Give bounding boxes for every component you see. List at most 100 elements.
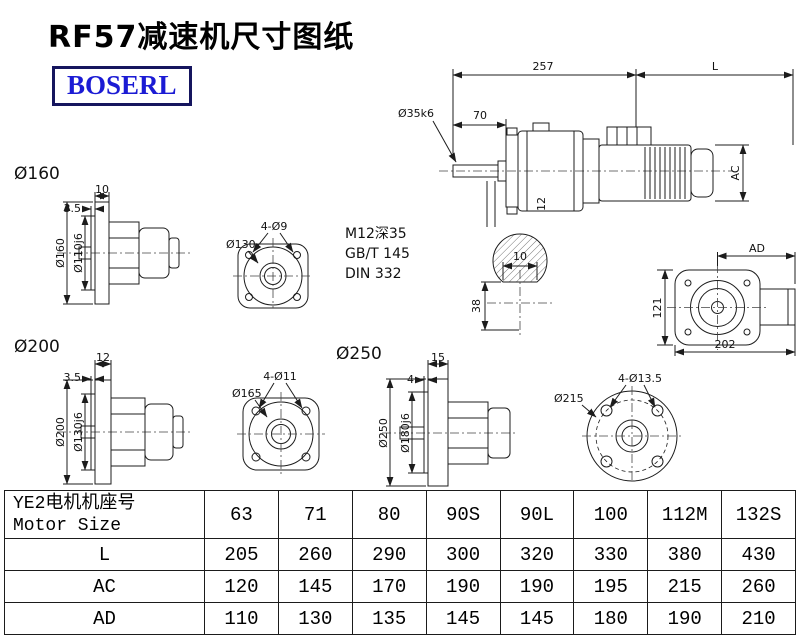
table-cell: 190 [425,570,501,603]
table-row-AD: AD 110 130 135 145 145 180 190 210 [4,602,796,635]
bolt-holes-label: 4-Ø13.5 [618,372,662,385]
shaft-key-section: 10 38 [470,233,553,336]
dim-AD: AD [717,242,796,284]
shaft-dia-label: Ø35k6 [398,107,434,120]
table-row-L: L 205 260 290 300 320 330 380 430 [4,538,796,571]
table-cell: 190 [647,602,723,635]
dim-spigot-step: 4 [407,373,437,392]
spigot-dia-label: Ø130j6 [72,412,85,452]
key-height-label: 38 [470,299,483,313]
dim-outer-dia: Ø250 [377,378,426,487]
gearmotor-side-view [452,122,714,227]
table-cell: 210 [721,602,796,635]
spigot-dia-label: Ø180j6 [399,413,412,453]
dia-callout: Ø165 [232,387,268,418]
row-label-AD: AD [4,602,205,635]
motor-size-header-en: Motor Size [13,515,122,536]
size-col-header: 112M [647,490,723,539]
outer-dia-label: Ø200 [54,417,67,447]
page-title: RF57减速机尺寸图纸 [48,20,355,55]
size-col-header: 90S [425,490,501,539]
dim-AD-label: AD [749,242,765,255]
dim-AC-label: AC [729,165,742,180]
size-col-header: 90L [499,490,575,539]
dim-spigot-dia: Ø110j6 [72,215,91,291]
flange250-side-view: 15 4 Ø250 Ø180j6 [377,351,516,487]
bolt-holes-label: 4-Ø9 [261,220,288,233]
dim-step-label: 3.5 [64,371,82,384]
section-label-250: Ø250 [336,344,382,364]
flange165-front-view: 4-Ø11 Ø165 [232,370,325,476]
dim-outer-dia: Ø160 [54,201,93,305]
dim-thickness-label: 12 [96,351,110,364]
dim-spigot-step: 3.5 [64,371,104,394]
bolt-holes-label: 4-Ø11 [263,370,297,383]
dia-label: Ø215 [554,392,584,405]
flange-face [233,238,313,309]
dia-label: Ø130 [226,238,256,251]
dim-spigot-dia: Ø180j6 [399,391,424,474]
table-cell: 190 [499,570,575,603]
dia-callout: Ø215 [554,392,597,418]
size-col-header: 71 [277,490,353,539]
dimension-table: YE2电机机座号 Motor Size 63 71 80 90S 90L 100… [4,490,796,635]
table-row-AC: AC 120 145 170 190 190 195 215 260 [4,570,796,603]
section-label-160: Ø160 [14,164,60,184]
table-cell: 120 [204,570,279,603]
table-cell: 145 [499,602,575,635]
shaft-section-outline [492,233,548,283]
bolt-holes-callout: 4-Ø9 [252,220,294,253]
dim-70: 70 [452,109,507,155]
row-label-L: L [4,538,205,571]
note-din-standard: DIN 332 [345,266,402,282]
unit-outline [78,201,180,305]
logo-text: BOSERL [67,70,177,100]
flange130-front-view: 4-Ø9 Ø130 [226,220,313,309]
table-cell: 290 [351,538,427,571]
table-cell: 110 [204,602,279,635]
dim-key-height: 38 [470,281,519,331]
dim-121-label: 121 [651,298,664,319]
dim-key-width: 10 [502,250,538,280]
dim-spigot-dia: Ø130j6 [72,393,91,471]
dim-70-label: 70 [473,109,487,122]
spigot-dia-label: Ø110j6 [72,233,85,273]
section-label-200: Ø200 [14,337,60,357]
dim-step-label: 3.5 [64,202,82,215]
dim-thickness-label: 15 [431,351,445,364]
dim-thickness-label: 10 [95,183,109,196]
shaft-end-notes: M12深35 GB/T 145 DIN 332 [345,224,410,284]
dim-121: 121 [651,269,673,346]
shaft-dia-callout: Ø35k6 [398,107,457,163]
dim-12-label: 12 [535,197,548,211]
flange215-front-view: 4-Ø13.5 Ø215 [554,372,682,482]
dim-257: 257 [533,60,554,73]
main-assembly-drawing: 257 L 70 Ø35k6 AC 12 [398,60,794,227]
dim-257-and-L: 257 L [452,60,794,159]
dim-202-label: 202 [715,338,736,351]
table-cell: 145 [425,602,501,635]
size-col-header: 100 [573,490,649,539]
motor-size-header-cell: YE2电机机座号 Motor Size [4,490,205,539]
table-cell: 180 [573,602,649,635]
dim-L: L [712,60,719,73]
key-width-label: 10 [513,250,527,263]
dim-flange-thickness: 12 [94,351,112,380]
size-col-header: 63 [204,490,279,539]
table-cell: 195 [573,570,649,603]
table-cell: 300 [425,538,501,571]
table-cell: 130 [277,602,353,635]
table-cell: 215 [647,570,723,603]
unit-outline [399,378,511,487]
note-thread: M12深35 [345,226,407,242]
motor-end-view: AD 121 202 [651,242,796,356]
flange200-side-view: 12 3.5 Ø200 Ø130j6 [54,351,191,485]
flange-face [237,392,325,476]
table-cell: 170 [351,570,427,603]
table-cell: 330 [573,538,649,571]
outer-dia-label: Ø160 [54,238,67,268]
table-cell: 135 [351,602,427,635]
row-label-AC: AC [4,570,205,603]
bolt-holes-callout: 4-Ø13.5 [609,372,662,408]
